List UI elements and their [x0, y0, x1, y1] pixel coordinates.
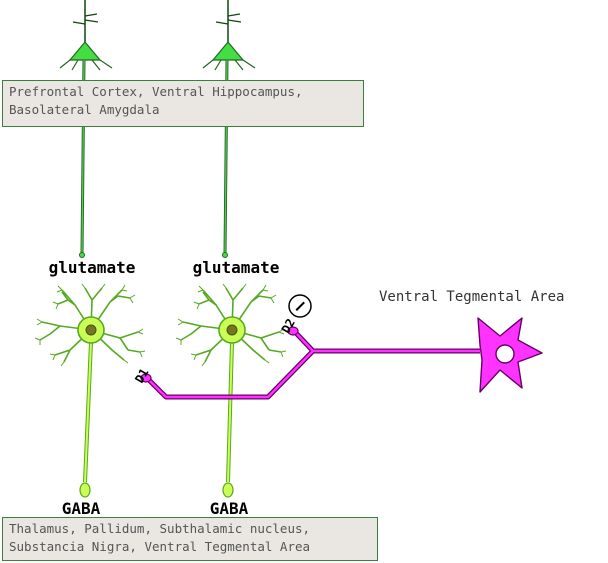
inhibitory-sign: − [288, 294, 314, 320]
pyramidal-neuron-right [202, 0, 256, 258]
inhibit-sign-text: − [288, 294, 314, 320]
gaba-label-left: GABA [62, 499, 101, 518]
vta-dopamine-neuron [140, 317, 543, 400]
d2-label: D2 [279, 316, 298, 336]
spiny-neuron-right [175, 283, 287, 498]
target-regions-box: Thalamus, Pallidum, Subthalamic nucleus,… [2, 517, 378, 561]
glutamate-label-left: glutamate [49, 258, 136, 277]
spiny-neuron-left [34, 283, 146, 498]
source-regions-line1: Prefrontal Cortex, Ventral Hippocampus, [9, 84, 303, 99]
vta-label: Ventral Tegmental Area [379, 289, 564, 305]
glutamate-label-right: glutamate [193, 258, 280, 277]
d1-label: D1 [132, 366, 151, 386]
target-regions-line2: Substancia Nigra, Ventral Tegmental Area [9, 539, 311, 554]
target-regions-line1: Thalamus, Pallidum, Subthalamic nucleus, [9, 521, 311, 536]
source-regions-line2: Basolateral Amygdala [9, 102, 160, 117]
source-regions-box: Prefrontal Cortex, Ventral Hippocampus, … [2, 80, 364, 127]
gaba-label-right: GABA [210, 499, 249, 518]
pyramidal-neuron-left [59, 0, 113, 258]
